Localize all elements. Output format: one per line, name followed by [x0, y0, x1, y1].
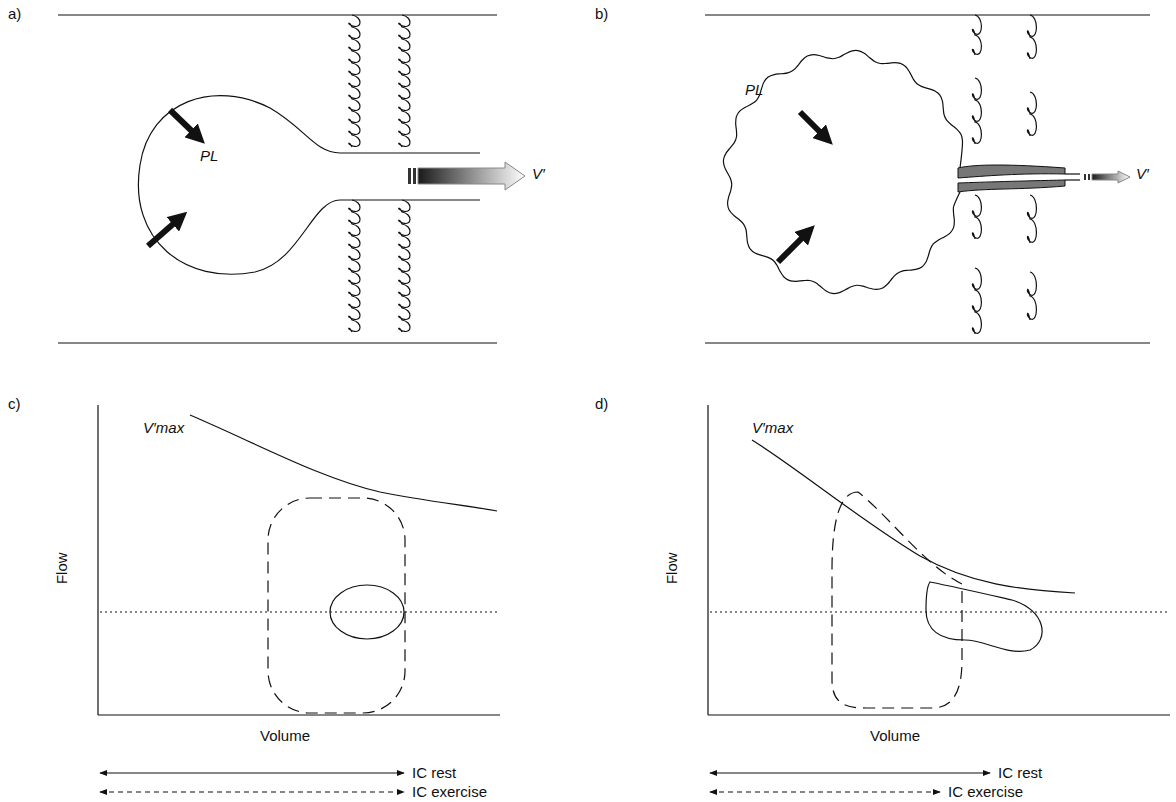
- zero-flow-line: [100, 611, 500, 612]
- panel-d-flow-volume: [708, 405, 1170, 792]
- airway: [1065, 179, 1080, 180]
- figure-label: IC rest: [412, 765, 456, 782]
- spring-coil: [399, 200, 410, 332]
- recoil-arrow: [148, 218, 180, 246]
- figure-label: IC exercise: [948, 784, 1023, 801]
- ic-exercise-arrow: [710, 791, 940, 792]
- flow-arrow: [418, 162, 525, 190]
- spring-coil: [1027, 272, 1036, 320]
- figure-label: V′: [1136, 166, 1149, 183]
- spring-coil: [349, 200, 360, 332]
- spring-coil: [972, 78, 981, 144]
- chest-wall: [58, 14, 497, 15]
- spring-coil: [349, 15, 360, 147]
- ic-exercise-arrow: [100, 791, 404, 792]
- flow-arrow: [413, 168, 416, 184]
- panel-letter: d): [595, 396, 608, 413]
- alveolus-balloon: [723, 50, 962, 293]
- spring-coil: [972, 195, 981, 239]
- flow-arrow: [1088, 174, 1090, 180]
- axis: [707, 405, 708, 715]
- ic-rest-arrow: [710, 772, 990, 773]
- figure-label: PL: [745, 82, 763, 99]
- exercise-loop: [832, 492, 962, 708]
- figure-label: Volume: [870, 728, 920, 745]
- figure-label: IC rest: [998, 765, 1042, 782]
- broken-tethering-springs: [972, 15, 1036, 334]
- recoil-arrow: [800, 112, 826, 138]
- axis: [708, 714, 1170, 715]
- tethering-springs: [349, 15, 410, 332]
- panel-letter: c): [8, 396, 21, 413]
- flow-arrow: [1092, 171, 1130, 183]
- figure-label: V′: [532, 166, 545, 183]
- airway-wall-thickening: [958, 180, 1065, 192]
- spring-coil: [1027, 195, 1036, 243]
- chest-wall: [58, 342, 497, 343]
- airway-wall-thickening: [958, 165, 1065, 178]
- axis: [98, 714, 500, 715]
- ic-rest-arrow: [100, 772, 404, 773]
- axis: [97, 405, 98, 715]
- figure-label: V′max: [752, 420, 793, 437]
- max-flow-curve: [752, 440, 1075, 593]
- flow-arrow: [408, 168, 411, 184]
- recoil-arrow: [778, 232, 808, 262]
- axis-label: Flow: [54, 552, 71, 584]
- panel-letter: a): [8, 6, 21, 23]
- panel-letter: b): [595, 6, 608, 23]
- chest-wall: [705, 342, 1150, 343]
- figure-label: PL: [200, 148, 218, 165]
- panel-c-flow-volume: [98, 405, 500, 792]
- exercise-loop: [268, 498, 405, 713]
- rest-loop: [926, 582, 1042, 651]
- spring-coil: [972, 15, 981, 55]
- spring-coil: [972, 268, 981, 334]
- spring-coil: [1027, 92, 1036, 136]
- spring-coil: [1027, 15, 1036, 59]
- panel-a-lung: [58, 15, 525, 343]
- chest-wall: [705, 14, 1150, 15]
- zero-flow-line: [710, 611, 1170, 612]
- figure-label: IC exercise: [412, 784, 487, 801]
- axis-label: Flow: [664, 552, 681, 584]
- spring-coil: [399, 15, 410, 147]
- figure-label: Volume: [260, 728, 310, 745]
- airway: [1065, 173, 1080, 174]
- max-flow-curve: [190, 415, 497, 511]
- rest-loop: [330, 585, 404, 639]
- alveolus-balloon: [138, 96, 480, 275]
- flow-arrow: [1084, 174, 1086, 180]
- figure-label: V′max: [143, 420, 184, 437]
- panel-b-lung: [705, 15, 1150, 343]
- recoil-arrow: [170, 110, 198, 137]
